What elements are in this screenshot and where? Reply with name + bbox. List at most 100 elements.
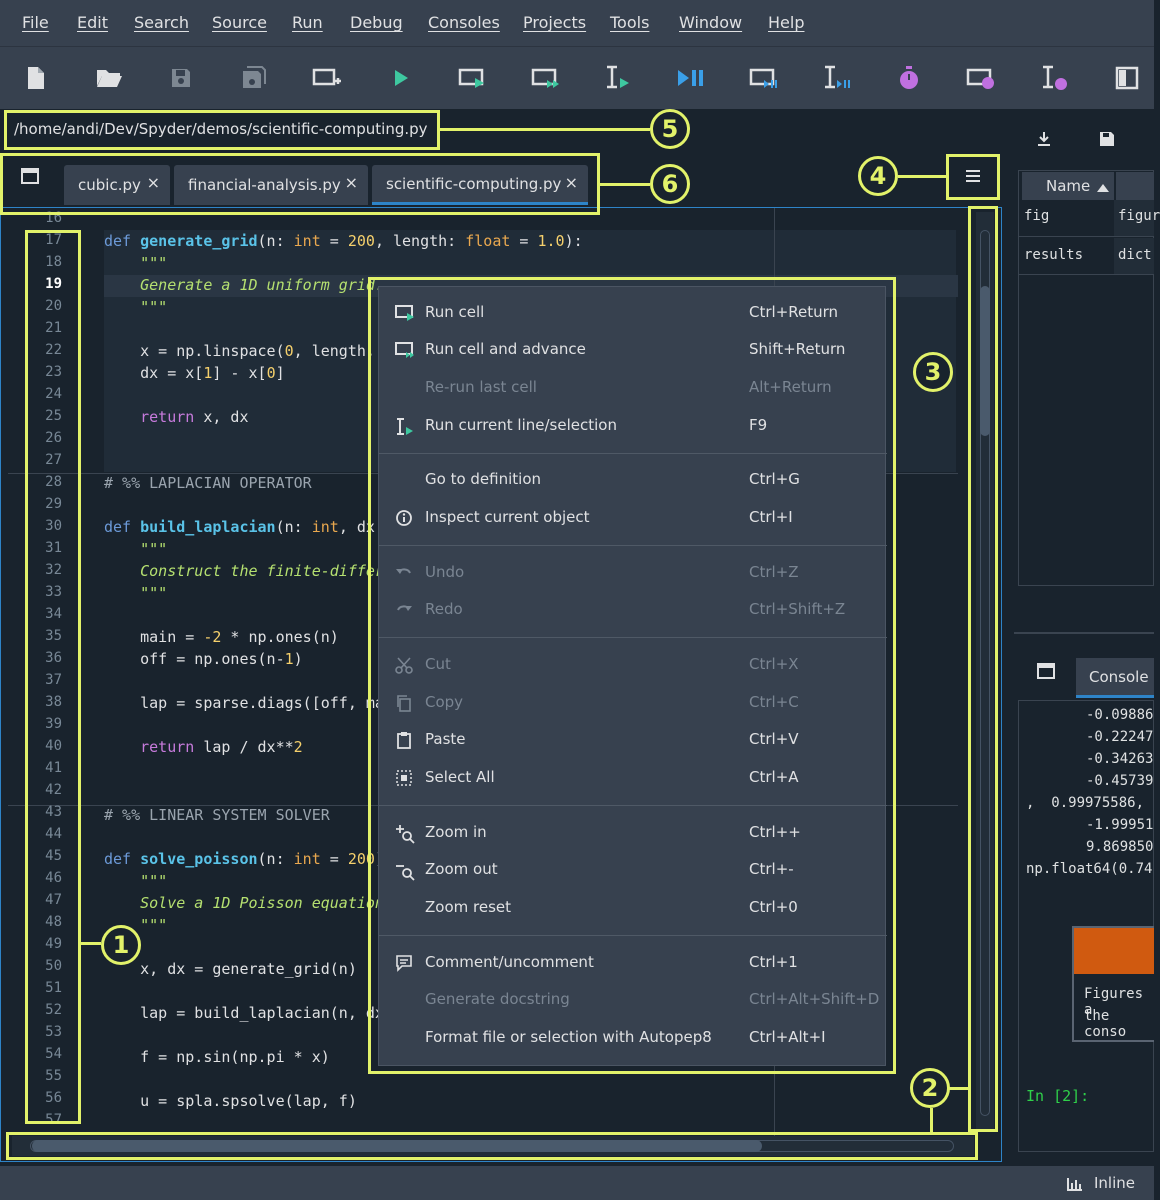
menu-item-format-autopep8[interactable]: Format file or selection with Autopep8 C… [379, 1020, 887, 1056]
menu-item-run-cell-advance[interactable]: Run cell and advance Shift+Return [379, 332, 887, 368]
maximize-pane-icon[interactable] [1110, 61, 1144, 95]
menu-search[interactable]: Search [134, 13, 189, 32]
code-line-54: f = np.sin(np.pi * x) [104, 1048, 330, 1066]
profile-icon[interactable] [892, 61, 926, 95]
code-line-50: x, dx = generate_grid(n) [104, 960, 357, 978]
menu-item-redo[interactable]: Redo Ctrl+Shift+Z [379, 592, 887, 628]
close-icon[interactable]: × [146, 173, 160, 192]
menu-item-zoom-in[interactable]: Zoom in Ctrl++ [379, 815, 887, 851]
new-file-icon[interactable] [19, 61, 53, 95]
annotation-badge-3: 3 [913, 352, 953, 392]
menu-help[interactable]: Help [768, 13, 805, 32]
menu-source[interactable]: Source [212, 13, 267, 32]
annotation-box-path [4, 110, 440, 150]
line-number: 20 [45, 298, 62, 314]
column-header-type[interactable] [1116, 172, 1154, 200]
menu-item-run-selection[interactable]: Run current line/selection F9 [379, 408, 887, 444]
run-cell-icon[interactable] [456, 61, 490, 95]
code-line-36: off = np.ones(n-1) [104, 650, 303, 668]
browse-tabs-icon[interactable] [1036, 662, 1056, 684]
line-number: 35 [45, 628, 62, 644]
console-output: -0.22247 [1086, 729, 1154, 745]
var-name-results[interactable]: results [1024, 247, 1084, 263]
menu-item-go-to-definition[interactable]: Go to definition Ctrl+G [379, 462, 887, 498]
menu-item-label: Run cell [425, 303, 485, 321]
menu-item-zoom-out[interactable]: Zoom out Ctrl+- [379, 852, 887, 888]
zoom-out-icon [395, 861, 415, 881]
menu-file[interactable]: File [22, 13, 49, 32]
tab-console[interactable]: Console [1076, 658, 1154, 698]
debug-selection-icon[interactable] [819, 61, 853, 95]
close-icon[interactable]: × [564, 173, 578, 192]
menu-edit[interactable]: Edit [77, 13, 108, 32]
menu-projects[interactable]: Projects [523, 13, 587, 32]
menu-item-select-all[interactable]: Select All Ctrl+A [379, 760, 887, 796]
tab-scientific-computing[interactable]: scientific-computing.py × [372, 165, 588, 205]
menu-item-shortcut: Ctrl+V [749, 730, 799, 748]
figure-notice-text: Figures a [1084, 986, 1144, 1018]
menu-item-copy[interactable]: Copy Ctrl+C [379, 685, 887, 721]
tab-financial-analysis[interactable]: financial-analysis.py × [174, 165, 368, 205]
file-path: /home/andi/Dev/Spyder/demos/scientific-c… [14, 120, 428, 138]
menu-consoles[interactable]: Consoles [428, 13, 500, 32]
menu-item-generate-docstring[interactable]: Generate docstring Ctrl+Alt+Shift+D [379, 982, 887, 1018]
console-output: , 0.99975586, [1026, 795, 1145, 811]
import-data-icon[interactable] [1034, 130, 1054, 152]
line-number: 44 [45, 826, 62, 842]
menu-item-undo[interactable]: Undo Ctrl+Z [379, 555, 887, 591]
code-line-17: def generate_grid(n: int = 200, length: … [104, 232, 583, 250]
cut-icon [395, 656, 415, 676]
column-header-name[interactable]: Name [1022, 172, 1114, 200]
row-divider [1018, 236, 1154, 237]
annotation-box-context-menu [368, 277, 896, 1074]
menu-run[interactable]: Run [292, 13, 323, 32]
profile-cell-icon[interactable] [964, 61, 998, 95]
save-all-icon[interactable] [237, 61, 271, 95]
close-icon[interactable]: × [344, 173, 358, 192]
save-data-icon[interactable] [1098, 130, 1116, 152]
menu-item-cut[interactable]: Cut Ctrl+X [379, 647, 887, 683]
menu-item-label: Format file or selection with Autopep8 [425, 1028, 712, 1046]
menu-item-run-cell[interactable]: Run cell Ctrl+Return [379, 295, 887, 331]
menu-window[interactable]: Window [679, 13, 743, 32]
debug-cell-icon[interactable] [747, 61, 781, 95]
tab-cubic[interactable]: cubic.py × [64, 165, 170, 205]
var-name-fig[interactable]: fig [1024, 208, 1050, 224]
debug-icon[interactable] [674, 61, 708, 95]
menu-debug[interactable]: Debug [350, 13, 403, 32]
vertical-scrollbar[interactable] [976, 212, 994, 1130]
info-icon [395, 509, 415, 529]
menu-item-comment[interactable]: Comment/uncomment Ctrl+1 [379, 945, 887, 981]
profile-selection-icon[interactable] [1037, 61, 1071, 95]
run-selection-icon[interactable] [601, 61, 635, 95]
scrollbar-thumb[interactable] [980, 286, 990, 436]
matplotlib-backend-status[interactable]: Inline [1094, 1174, 1136, 1192]
scrollbar-thumb[interactable] [32, 1140, 762, 1152]
horizontal-scrollbar[interactable] [12, 1136, 974, 1156]
browse-tabs-icon[interactable] [20, 166, 42, 190]
menu-item-inspect-object[interactable]: Inspect current object Ctrl+I [379, 500, 887, 536]
sort-ascending-icon [1096, 179, 1110, 198]
run-cell-advance-icon[interactable] [529, 61, 563, 95]
bar-chart-icon [1066, 1176, 1084, 1196]
code-line-20: """ [104, 298, 168, 316]
new-cell-icon[interactable] [310, 61, 344, 95]
menu-tools[interactable]: Tools [610, 13, 650, 32]
figure-notice: Figures a the conso [1072, 926, 1154, 1042]
run-file-icon[interactable] [384, 61, 418, 95]
menu-separator [379, 453, 887, 454]
options-menu-icon[interactable] [962, 166, 984, 190]
pane-splitter[interactable] [1014, 632, 1154, 634]
menu-item-zoom-reset[interactable]: Zoom reset Ctrl+0 [379, 890, 887, 926]
line-number: 55 [45, 1068, 62, 1084]
code-line-31: """ [104, 540, 168, 558]
menu-item-rerun-last-cell[interactable]: Re-run last cell Alt+Return [379, 370, 887, 406]
save-icon[interactable] [164, 61, 198, 95]
column-header-label: Name [1046, 177, 1091, 195]
menu-item-shortcut: Ctrl+Alt+I [749, 1028, 826, 1046]
open-folder-icon[interactable] [92, 61, 126, 95]
menu-item-label: Redo [425, 600, 463, 618]
console-output: 9.869850 [1086, 839, 1154, 855]
menu-item-paste[interactable]: Paste Ctrl+V [379, 722, 887, 758]
code-line-52: lap = build_laplacian(n, dx) [104, 1004, 393, 1022]
